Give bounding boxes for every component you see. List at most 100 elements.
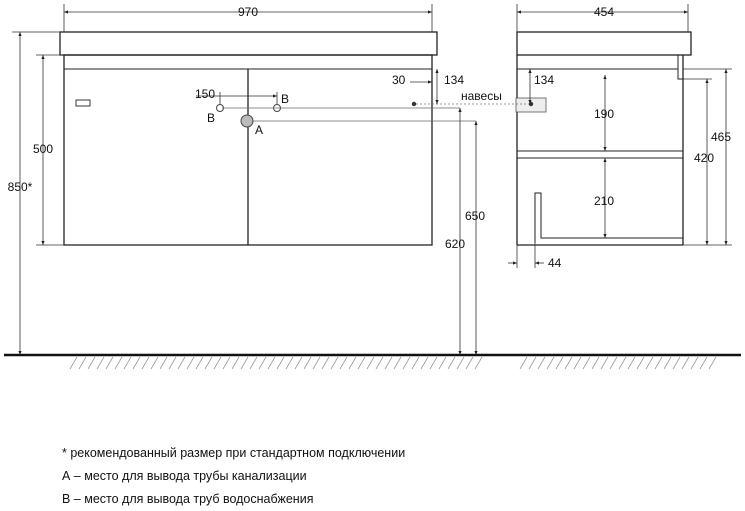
hinges-label: навесы [461,89,502,103]
dim-650-label: 650 [465,209,485,223]
ground-hatch-line [438,356,447,370]
ground-hatch-line [87,356,96,370]
ground-hatch-line [402,356,411,370]
ground-hatch-line [339,356,348,370]
ground-hatch-line [636,356,645,370]
ground-hatch-line [69,356,78,370]
ground-hatch-line [474,356,483,370]
ground-hatch-line [420,356,429,370]
ground-hatch-line [276,356,285,370]
ground-hatch-line [690,356,699,370]
hinge-point-front-icon [411,101,417,107]
side-drawer-profile [534,192,683,243]
footnote-point-a: А – место для вывода трубы канализации [62,469,307,483]
ground-hatch-line [546,356,555,370]
dimension-lines [12,4,732,355]
dim-134-front-label: 134 [444,73,464,87]
dim-465-label: 465 [711,130,731,144]
dim-44-label: 44 [548,256,562,270]
ground-hatch-line [330,356,339,370]
side-front-panel [677,54,684,80]
drain-point-a-icon [240,114,254,128]
countertop-side [516,31,692,56]
footnote-point-b: В – место для вывода труб водоснабжения [62,492,314,506]
label-a: A [255,123,263,137]
ground-hatch-line [96,356,105,370]
ground-hatch-line [132,356,141,370]
ground-hatch-line [681,356,690,370]
ground-hatch-line [654,356,663,370]
dim-150-label: 150 [195,87,215,101]
ground-hatch-line [348,356,357,370]
ground-hatch-line [195,356,204,370]
ground-hatch-line [159,356,168,370]
ground-hatch-line [168,356,177,370]
dim-190-label: 190 [594,107,614,121]
ground-hatch-line [249,356,258,370]
ground-hatch-line [222,356,231,370]
ground-hatch-line [150,356,159,370]
label-b-right: B [281,92,289,106]
dim-500-label: 500 [33,142,53,156]
dim-970-label: 970 [238,5,258,19]
ground-hatch-line [699,356,708,370]
ground-hatch-line [591,356,600,370]
ground [4,353,741,370]
ground-hatch-line [114,356,123,370]
dimension-labels: 970 454 500 850* 150 B B A 30 134 навесы… [8,5,732,270]
ground-hatch-line [384,356,393,370]
footnote-recommended: * рекомендованный размер при стандартном… [62,446,406,460]
ground-hatch-line [186,356,195,370]
ground-hatch-line [204,356,213,370]
ground-hatch-line [537,356,546,370]
ground-hatch-line [411,356,420,370]
ground-hatch-line [573,356,582,370]
ground-hatch-line [213,356,222,370]
side-shelf [516,150,684,159]
countertop-front [59,31,438,56]
ground-hatch-line [618,356,627,370]
dim-210-label: 210 [594,194,614,208]
door-handle-icon [75,99,91,107]
ground-hatch-line [105,356,114,370]
ground-hatch-line [123,356,132,370]
ground-hatch-line [672,356,681,370]
ground-hatch-line [456,356,465,370]
front-view [59,31,438,246]
dim-620-label: 620 [445,237,465,251]
hinge-bracket [515,97,547,113]
ground-hatch-line [321,356,330,370]
ground-hatch-line [240,356,249,370]
dim-420-label: 420 [694,151,714,165]
ground-hatch-line [600,356,609,370]
ground-hatch-line [627,356,636,370]
ground-hatch-line [78,356,87,370]
ground-hatch-line [465,356,474,370]
ground-hatch-line [258,356,267,370]
ground-hatch-line [177,356,186,370]
ground-hatch-line [609,356,618,370]
label-b-left: B [207,111,215,125]
ground-hatch-line [267,356,276,370]
dim-850-label: 850* [8,180,33,194]
ground-hatch-line [582,356,591,370]
ground-hatch-line [366,356,375,370]
ground-hatch-line [447,356,456,370]
ground-hatch-line [564,356,573,370]
dim-134-side-label: 134 [534,73,554,87]
ground-hatch-line [141,356,150,370]
ground-hatch-line [312,356,321,370]
ground-hatch-line [375,356,384,370]
ground-hatch-line [528,356,537,370]
ground-hatch-line [285,356,294,370]
dim-454-label: 454 [594,5,614,19]
dim-30-label: 30 [392,73,406,87]
side-view [516,31,692,246]
ground-hatch-line [555,356,564,370]
ground-hatch-line [708,356,717,370]
ground-hatch-line [294,356,303,370]
ground-hatch-line [645,356,654,370]
ground-hatch-line [663,356,672,370]
ground-hatch-line [231,356,240,370]
